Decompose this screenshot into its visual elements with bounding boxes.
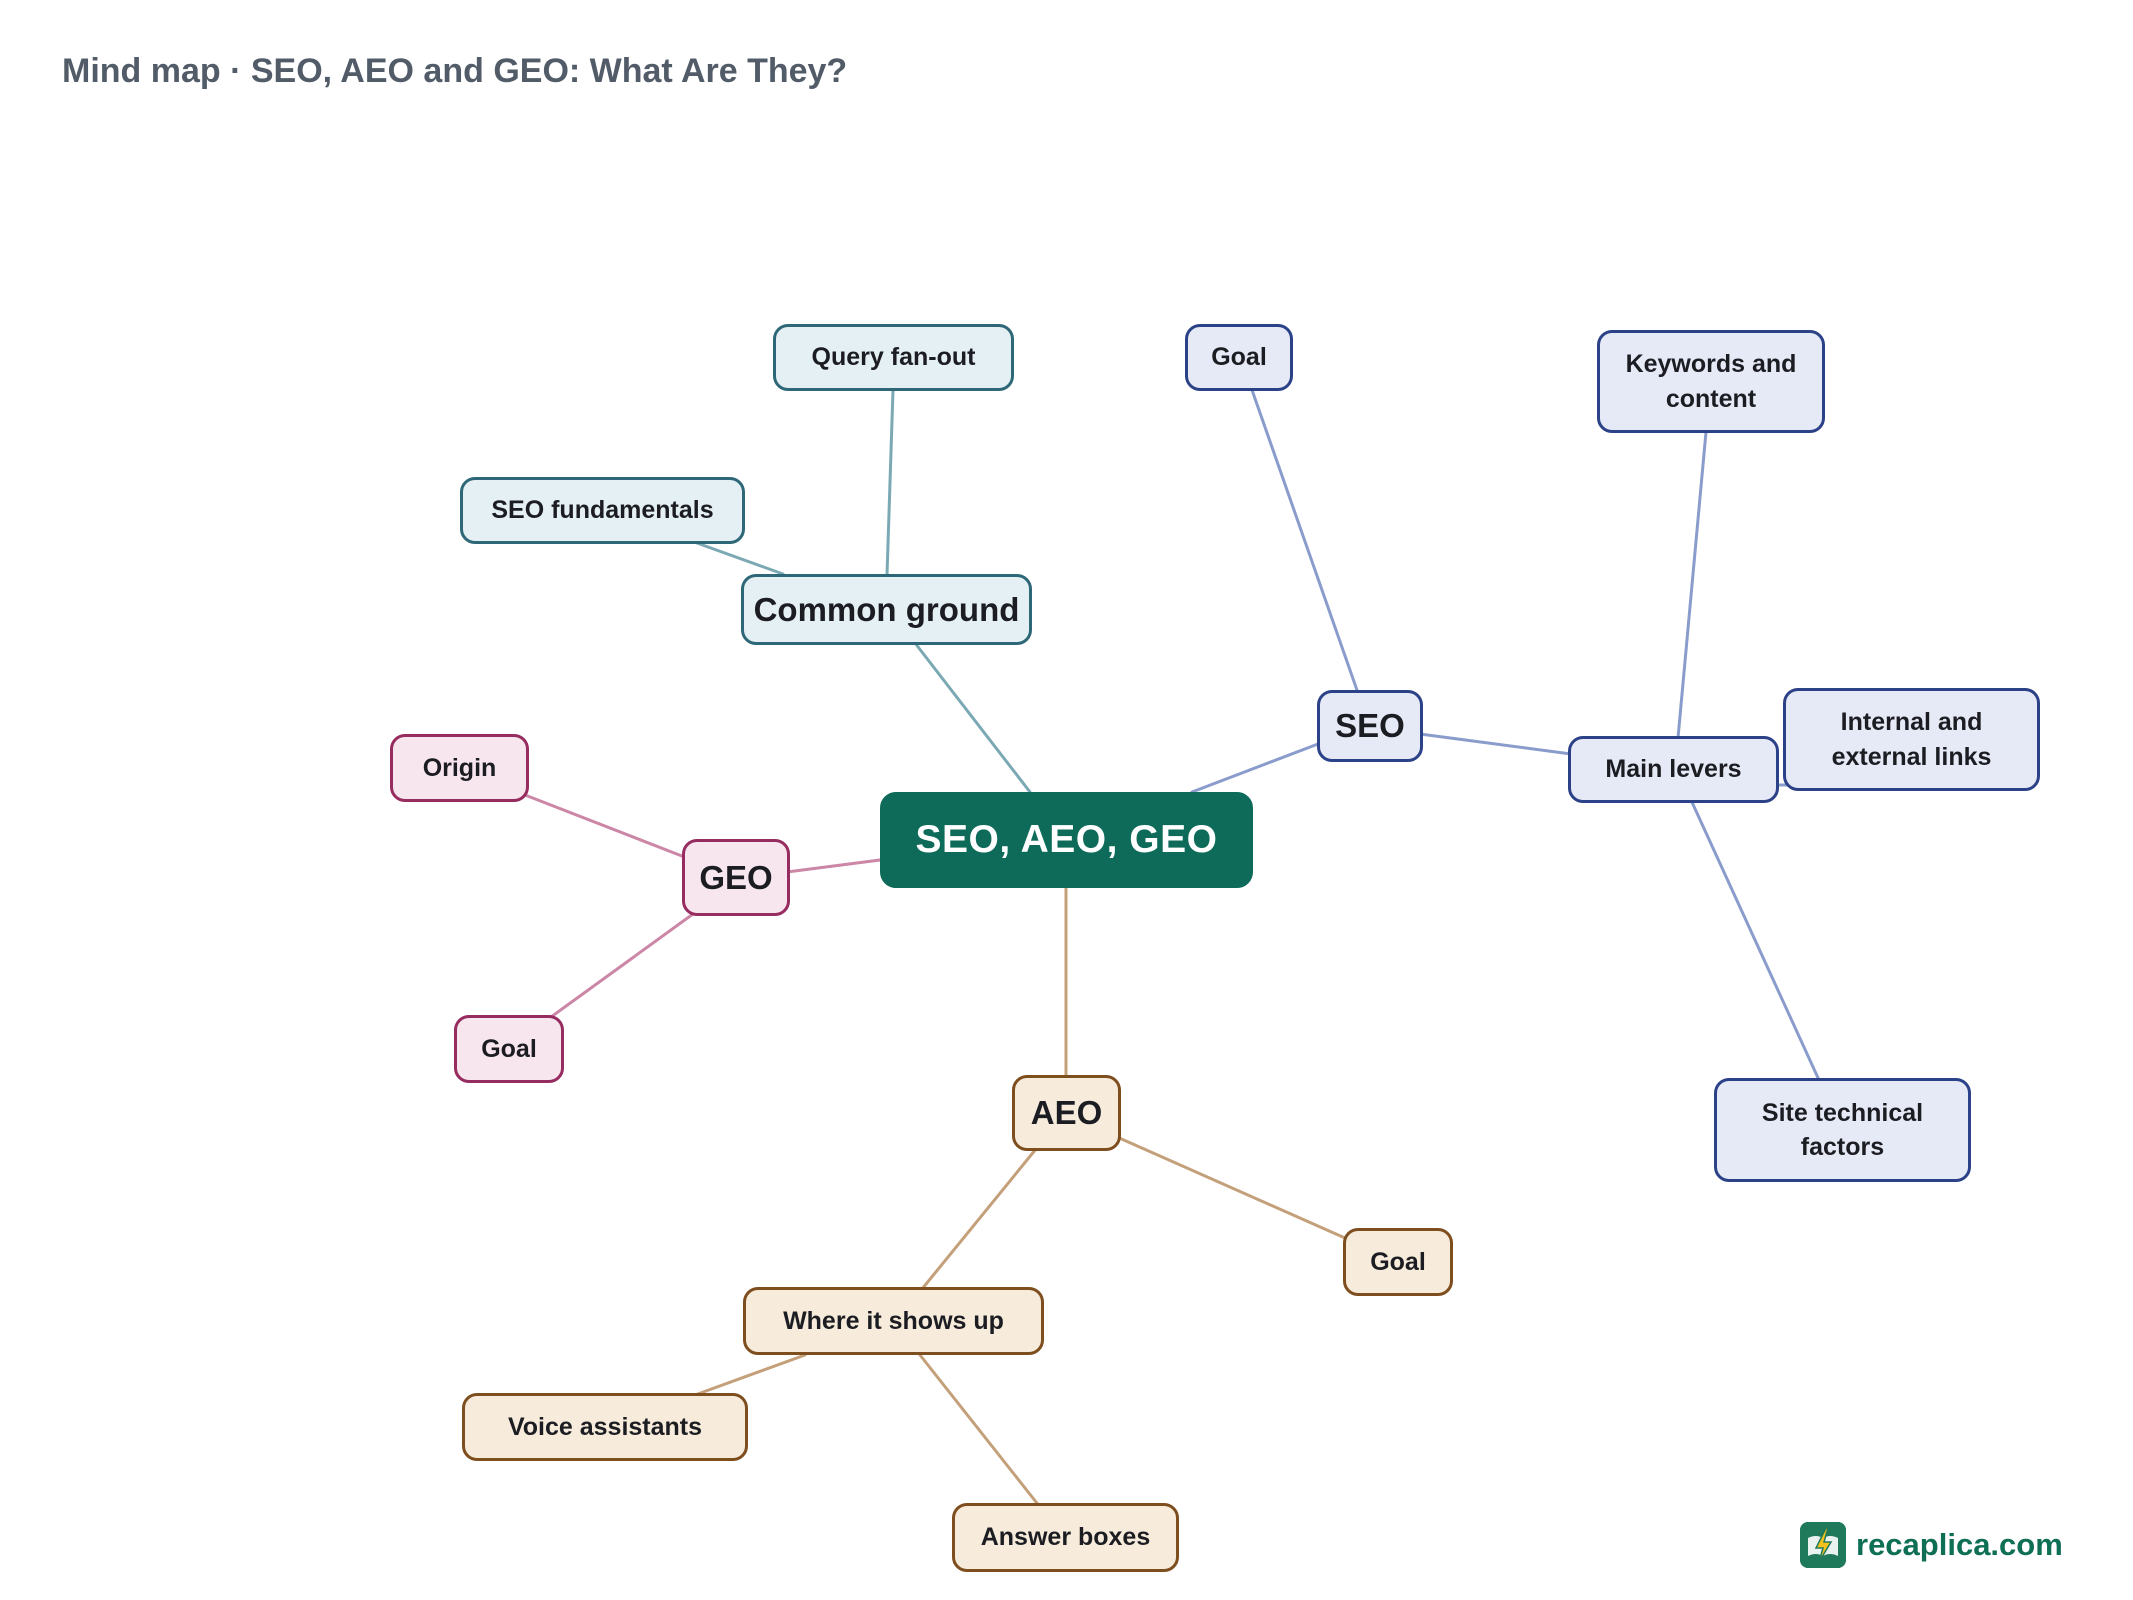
where-it-shows-up-node[interactable]: Where it shows up	[743, 1287, 1044, 1355]
geo-goal-node[interactable]: Goal	[454, 1015, 564, 1083]
lightning-book-icon	[1800, 1522, 1846, 1568]
geo-origin-node[interactable]: Origin	[390, 734, 529, 802]
edge-geo-origin	[523, 793, 689, 860]
query-fan-out-node[interactable]: Query fan-out	[773, 324, 1014, 391]
edge-seo-levers	[1418, 732, 1573, 756]
root-node[interactable]: SEO, AEO, GEO	[880, 792, 1253, 888]
geo-node[interactable]: GEO	[682, 839, 790, 916]
brand-name: recaplica.com	[1856, 1527, 2063, 1562]
aeo-goal-node[interactable]: Goal	[1343, 1228, 1453, 1296]
edge-common-fundamentals	[695, 541, 785, 576]
edge-geo-goal	[549, 912, 695, 1019]
brand-logo[interactable]: recaplica.com	[1800, 1522, 2063, 1568]
edge-aeo-goal	[1115, 1135, 1347, 1240]
edge-root-common	[913, 641, 1032, 794]
voice-assistants-node[interactable]: Voice assistants	[462, 1393, 748, 1461]
answer-boxes-node[interactable]: Answer boxes	[952, 1503, 1179, 1572]
edge-aeo-where	[920, 1147, 1038, 1291]
edge-where-voice	[693, 1353, 807, 1397]
edge-where-answer	[918, 1353, 1042, 1509]
site-technical-factors-node[interactable]: Site technical factors	[1714, 1078, 1971, 1182]
internal-external-links-node[interactable]: Internal and external links	[1783, 688, 2040, 791]
keywords-content-node[interactable]: Keywords and content	[1597, 330, 1825, 433]
page-title: Mind map · SEO, AEO and GEO: What Are Th…	[62, 52, 848, 90]
main-levers-node[interactable]: Main levers	[1568, 736, 1779, 803]
seo-goal-node[interactable]: Goal	[1185, 324, 1293, 391]
seo-node[interactable]: SEO	[1317, 690, 1423, 762]
edge-common-fanout	[885, 388, 895, 577]
aeo-node[interactable]: AEO	[1012, 1075, 1121, 1151]
common-ground-node[interactable]: Common ground	[741, 574, 1032, 645]
edge-root-geo	[785, 858, 882, 874]
edge-levers-keywords	[1676, 430, 1708, 740]
edge-levers-technical	[1689, 798, 1821, 1082]
seo-fundamentals-node[interactable]: SEO fundamentals	[460, 477, 745, 544]
edge-root-seo	[1190, 742, 1320, 794]
edge-seo-goal	[1250, 388, 1360, 695]
